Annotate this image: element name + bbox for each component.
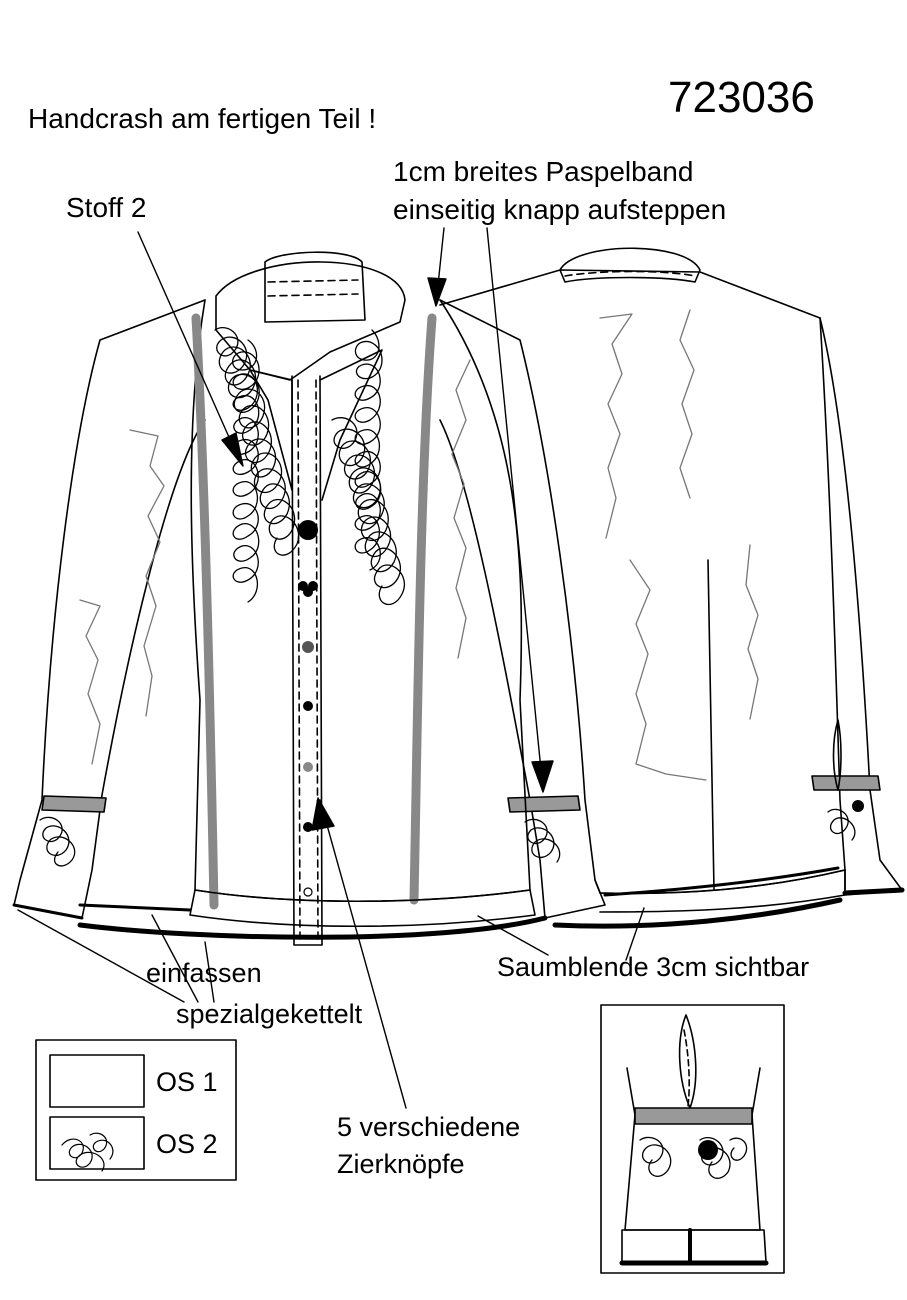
arrow-stoff2 bbox=[221, 432, 244, 467]
back-hem-binding bbox=[552, 887, 905, 929]
leader-spezial-1 bbox=[151, 914, 199, 1003]
back-cuff-ruffle bbox=[827, 808, 856, 841]
leader-spezial-2 bbox=[204, 941, 215, 1003]
style-number: 723036 bbox=[668, 73, 815, 122]
back-center-seam bbox=[707, 559, 715, 891]
front-left-lapel bbox=[249, 369, 293, 491]
detail-placket bbox=[678, 1014, 697, 1109]
ruffle-panel-left bbox=[214, 327, 300, 603]
label-stoff2: Stoff 2 bbox=[66, 192, 147, 223]
legend-swatch-os2 bbox=[49, 1116, 145, 1170]
leader-saumblende-2 bbox=[625, 907, 645, 961]
label-piping-line2: einseitig knapp aufsteppen bbox=[393, 194, 727, 225]
back-view bbox=[439, 247, 905, 929]
back-cuff-band bbox=[811, 775, 881, 791]
back-hem-seam bbox=[603, 866, 840, 897]
detail-band bbox=[634, 1107, 753, 1125]
front-left-sleeve bbox=[13, 299, 206, 919]
label-buttons-line1: 5 verschiedene bbox=[337, 1112, 521, 1142]
legend-label-os2: OS 2 bbox=[156, 1129, 218, 1159]
detail-button bbox=[698, 1140, 718, 1160]
leader-lines bbox=[17, 227, 645, 1109]
piping-stripe-right bbox=[409, 313, 437, 905]
arrow-piping-left bbox=[427, 277, 447, 307]
front-hem-binding bbox=[77, 915, 548, 940]
back-collar bbox=[559, 247, 701, 283]
legend-os2-pattern bbox=[61, 1132, 114, 1172]
finishing-note: Handcrash am fertigen Teil ! bbox=[28, 103, 377, 134]
legend-box bbox=[35, 1039, 237, 1181]
front-right-sleeve bbox=[439, 299, 606, 919]
front-view bbox=[12, 251, 606, 946]
front-collar bbox=[215, 261, 406, 381]
decorative-buttons bbox=[298, 520, 318, 897]
leader-saumblende-1 bbox=[477, 915, 549, 956]
front-right-cuff-band bbox=[507, 795, 581, 813]
arrow-buttons bbox=[311, 797, 335, 831]
ruffle-panel-right bbox=[331, 329, 405, 606]
label-saumblende: Saumblende 3cm sichtbar bbox=[497, 952, 810, 982]
label-buttons-line2: Zierknöpfe bbox=[337, 1149, 465, 1179]
button-placket bbox=[291, 375, 323, 946]
legend-label-os1: OS 1 bbox=[156, 1067, 218, 1097]
back-hem-facing bbox=[599, 869, 846, 913]
front-right-lapel bbox=[319, 349, 383, 501]
label-piping-line1: 1cm breites Paspelband bbox=[393, 156, 694, 187]
piping-stripe-left bbox=[191, 313, 219, 910]
leader-buttons bbox=[319, 799, 407, 1109]
detail-hem bbox=[621, 1229, 767, 1263]
collar-stitch bbox=[267, 279, 359, 297]
arrow-piping-right bbox=[531, 760, 554, 793]
label-einfassen: einfassen bbox=[146, 958, 262, 988]
detail-placket-stitch bbox=[683, 1029, 690, 1107]
detail-frame bbox=[600, 1004, 785, 1274]
front-left-cuff-ruffle bbox=[39, 816, 76, 867]
leader-stoff2 bbox=[137, 231, 241, 463]
front-right-cuff-ruffle bbox=[524, 818, 561, 863]
crash-texture bbox=[79, 359, 471, 765]
detail-ruffle bbox=[639, 1136, 748, 1179]
front-hem-facing bbox=[189, 889, 536, 928]
placket-stitch bbox=[297, 379, 319, 941]
back-cuff-button bbox=[852, 800, 864, 812]
leader-piping-right bbox=[486, 227, 544, 791]
back-placket-tab bbox=[832, 719, 842, 791]
label-spezialgekettelt: spezialgekettelt bbox=[176, 999, 363, 1029]
front-hem-seam bbox=[12, 903, 192, 920]
cuff-detail bbox=[600, 1004, 785, 1274]
front-left-cuff-band bbox=[41, 795, 107, 813]
leader-einfassen bbox=[17, 909, 185, 1003]
collar-stand bbox=[264, 251, 366, 323]
back-crash-texture bbox=[599, 309, 759, 781]
legend-swatch-os1 bbox=[49, 1054, 145, 1108]
